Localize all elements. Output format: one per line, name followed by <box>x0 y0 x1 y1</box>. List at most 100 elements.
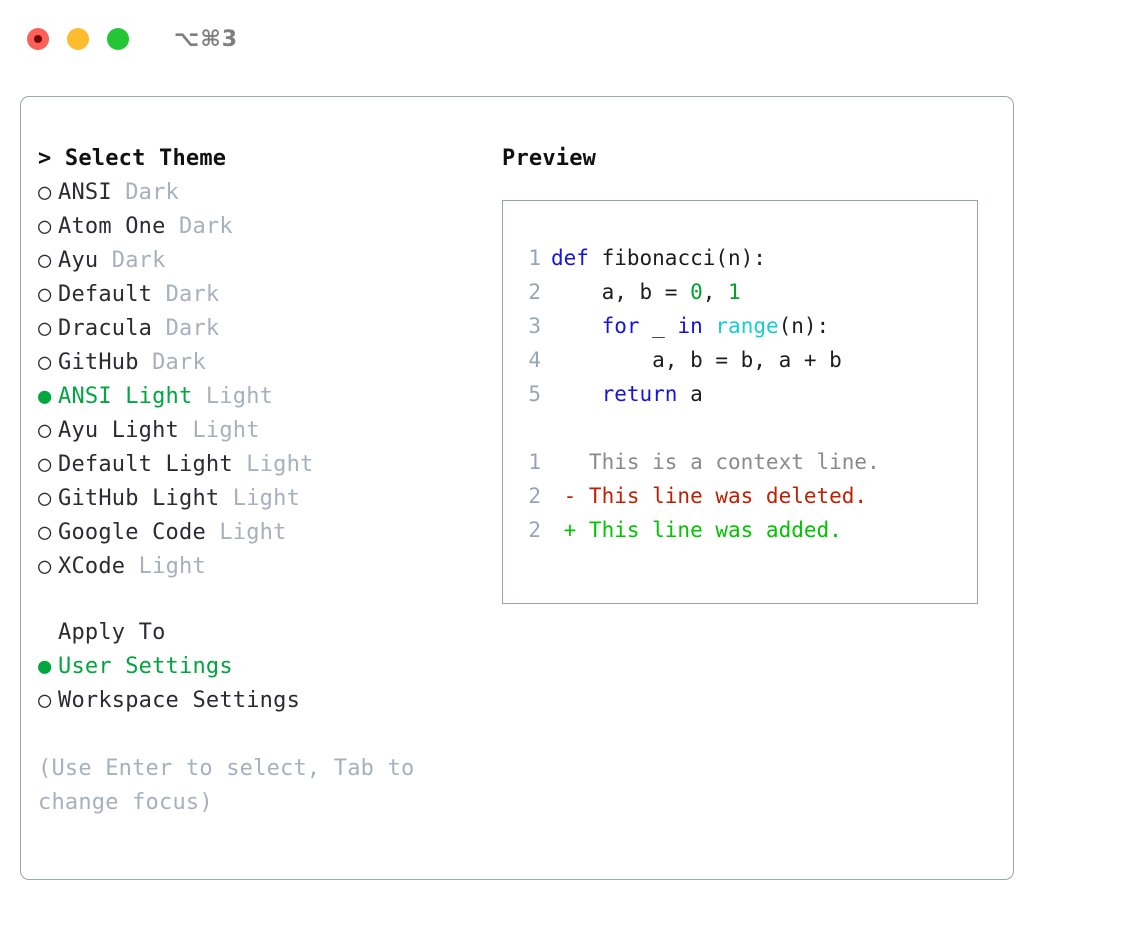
line-number: 3 <box>528 314 541 338</box>
apply-to-option-user-settings[interactable]: ●User Settings <box>38 650 478 684</box>
theme-option-atom-one[interactable]: ○Atom One Dark <box>38 210 478 244</box>
code-token: _ <box>639 314 678 338</box>
code-token: , <box>702 280 729 304</box>
theme-option-label: ANSI Light <box>58 384 193 409</box>
code-token: return <box>601 382 678 406</box>
theme-options-list[interactable]: ○ANSI Dark○Atom One Dark○Ayu Dark○Defaul… <box>38 176 478 584</box>
apply-to-option-label: User Settings <box>58 654 233 679</box>
theme-option-ansi-light[interactable]: ●ANSI Light Light <box>38 380 478 414</box>
code-token: range <box>715 314 779 338</box>
radio-unselected-icon: ○ <box>38 248 52 273</box>
code-token: in <box>677 314 703 338</box>
theme-option-tag: Light <box>192 384 274 409</box>
code-token <box>551 314 602 338</box>
radio-unselected-icon: ○ <box>38 688 52 713</box>
code-spacer <box>515 411 977 445</box>
theme-option-tag: Dark <box>138 350 206 375</box>
main-content-frame: > Select Theme ○ANSI Dark○Atom One Dark○… <box>20 96 1014 880</box>
theme-option-github-light[interactable]: ○GitHub Light Light <box>38 482 478 516</box>
apply-to-heading-label: Apply To <box>58 620 166 645</box>
code-line: 4 a, b = b, a + b <box>515 343 977 377</box>
code-line: 1 def fibonacci(n): <box>515 241 977 275</box>
radio-unselected-icon: ○ <box>38 452 52 477</box>
theme-option-label: Atom One <box>58 214 166 239</box>
theme-option-tag: Dark <box>152 282 220 307</box>
apply-to-option-workspace-settings[interactable]: ○Workspace Settings <box>38 684 478 718</box>
window-titlebar: ⌥⌘3 <box>0 0 1140 78</box>
theme-option-dracula[interactable]: ○Dracula Dark <box>38 312 478 346</box>
select-theme-heading: > Select Theme <box>38 142 478 176</box>
window-traffic-lights <box>27 28 129 50</box>
theme-option-xcode[interactable]: ○XCode Light <box>38 550 478 584</box>
theme-option-ansi[interactable]: ○ANSI Dark <box>38 176 478 210</box>
theme-option-label: GitHub <box>58 350 139 375</box>
theme-option-google-code[interactable]: ○Google Code Light <box>38 516 478 550</box>
theme-option-ayu-light[interactable]: ○Ayu Light Light <box>38 414 478 448</box>
line-number: 2 <box>528 484 541 508</box>
diff-line-text: + This line was added. <box>551 518 842 542</box>
theme-option-label: GitHub Light <box>58 486 220 511</box>
apply-to-option-label: Workspace Settings <box>58 688 301 713</box>
radio-unselected-icon: ○ <box>38 316 52 341</box>
theme-option-github[interactable]: ○GitHub Dark <box>38 346 478 380</box>
code-token: (n): <box>778 314 830 338</box>
maximize-window-button[interactable] <box>107 28 129 50</box>
theme-option-default-light[interactable]: ○Default Light Light <box>38 448 478 482</box>
radio-unselected-icon: ○ <box>38 554 52 579</box>
radio-unselected-icon: ○ <box>38 214 52 239</box>
line-number: 2 <box>528 518 541 542</box>
theme-option-tag: Dark <box>111 180 180 205</box>
theme-option-tag: Light <box>179 418 260 443</box>
code-token: a <box>677 382 703 406</box>
theme-option-tag: Light <box>232 452 314 477</box>
radio-unselected-icon: ○ <box>38 486 52 511</box>
theme-option-label: Dracula <box>58 316 153 341</box>
diff-line-ctx: 1 This is a context line. <box>515 445 977 479</box>
code-token: fibonacci(n): <box>588 246 766 270</box>
theme-option-ayu[interactable]: ○Ayu Dark <box>38 244 478 278</box>
theme-option-label: Default <box>58 282 153 307</box>
radio-unselected-icon: ○ <box>38 520 52 545</box>
theme-option-label: XCode <box>58 554 126 579</box>
theme-selector-panel: > Select Theme ○ANSI Dark○Atom One Dark○… <box>38 142 478 820</box>
radio-selected-icon: ● <box>38 384 52 409</box>
diff-line-del: 2 - This line was deleted. <box>515 479 977 513</box>
keyboard-hint-text: (Use Enter to select, Tab to change focu… <box>38 756 415 815</box>
minimize-window-button[interactable] <box>67 28 89 50</box>
theme-option-label: Default Light <box>58 452 233 477</box>
code-token: def <box>551 246 589 270</box>
code-line: 2 a, b = 0, 1 <box>515 275 977 309</box>
code-token: a, b = <box>551 280 691 304</box>
theme-option-default[interactable]: ○Default Dark <box>38 278 478 312</box>
radio-unselected-icon: ○ <box>38 282 52 307</box>
code-token: a, b = b, a + b <box>551 348 842 372</box>
diff-line-text: - This line was deleted. <box>551 484 868 508</box>
theme-option-tag: Light <box>205 520 287 545</box>
line-number: 2 <box>528 280 541 304</box>
preview-title: Preview <box>502 146 597 171</box>
line-number: 1 <box>528 246 541 270</box>
apply-to-options-list[interactable]: ●User Settings○Workspace Settings <box>38 650 478 718</box>
line-number: 1 <box>528 450 541 474</box>
theme-option-label: Ayu Light <box>58 418 180 443</box>
diff-line-text: This is a context line. <box>551 450 880 474</box>
diff-line-add: 2 + This line was added. <box>515 513 977 547</box>
theme-option-tag: Dark <box>152 316 220 341</box>
code-line: 3 for _ in range(n): <box>515 309 977 343</box>
line-number: 5 <box>528 382 541 406</box>
theme-option-tag: Light <box>219 486 301 511</box>
radio-unselected-icon: ○ <box>38 180 52 205</box>
close-window-button[interactable] <box>27 28 49 50</box>
radio-unselected-icon: ○ <box>38 418 52 443</box>
theme-option-tag: Dark <box>165 214 233 239</box>
theme-option-tag: Dark <box>98 248 166 273</box>
theme-option-label: Ayu <box>58 248 99 273</box>
code-token: for <box>601 314 640 338</box>
theme-option-tag: Light <box>125 554 206 579</box>
radio-unselected-icon: ○ <box>38 350 52 375</box>
code-line: 5 return a <box>515 377 977 411</box>
code-token: 0 <box>690 280 703 304</box>
code-token <box>703 314 716 338</box>
